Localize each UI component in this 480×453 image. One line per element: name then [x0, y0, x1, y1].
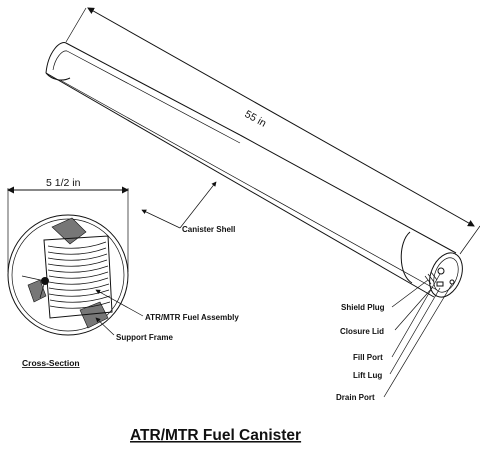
- cross-section: [7, 214, 129, 336]
- diagram-title: ATR/MTR Fuel Canister: [130, 427, 301, 444]
- canister-shell-label: Canister Shell: [182, 225, 235, 234]
- fill-port-icon: [437, 267, 445, 275]
- diameter-label: 5 1/2 in: [46, 177, 81, 189]
- diameter-dimension: [7, 186, 129, 272]
- cross-section-label: Cross-Section: [22, 358, 80, 368]
- leader-lines: [95, 181, 453, 398]
- length-label: 55 in: [243, 108, 269, 130]
- lift-lug-label: Lift Lug: [353, 371, 382, 380]
- drain-port-label: Drain Port: [336, 393, 375, 402]
- support-frame-shape: [27, 217, 109, 329]
- shield-plug-label: Shield Plug: [341, 303, 385, 312]
- fill-port-label: Fill Port: [353, 353, 383, 362]
- length-dimension: [65, 7, 480, 255]
- drain-port-icon: [449, 279, 455, 285]
- fuel-assembly-label: ATR/MTR Fuel Assembly: [145, 313, 239, 322]
- end-cap-details: [424, 267, 455, 287]
- closure-lid-label: Closure Lid: [340, 327, 384, 336]
- lift-lug-icon: [436, 281, 444, 287]
- support-frame-label: Support Frame: [116, 333, 173, 342]
- fuel-assembly-plates: [43, 235, 113, 319]
